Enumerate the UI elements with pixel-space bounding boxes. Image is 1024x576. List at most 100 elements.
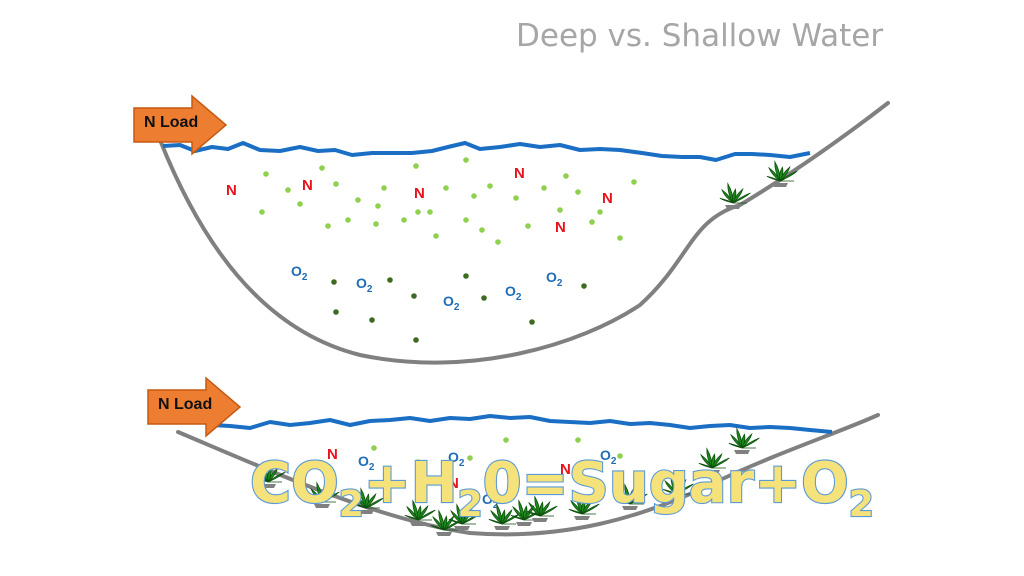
algae-dark-dot [581, 283, 587, 289]
algae-light-dot [415, 459, 421, 465]
algae-light-dot [433, 233, 439, 239]
shallow-shore-plants [254, 427, 760, 536]
nitrogen-label: N [514, 165, 525, 182]
algae-light-dot [285, 187, 291, 193]
algae-light-dot [495, 239, 501, 245]
oxygen-label: O2 [482, 491, 499, 511]
algae-dark-dot [331, 279, 337, 285]
slide-title: Deep vs. Shallow Water [516, 18, 884, 54]
algae-light-dot [575, 437, 581, 443]
oxygen-label: O2 [358, 453, 375, 473]
plant-icon [254, 461, 286, 488]
plant-icon [488, 503, 520, 530]
algae-light-dot [471, 193, 477, 199]
algae-dark-dot [413, 337, 419, 343]
algae-light-dot [413, 163, 419, 169]
algae-light-dot [463, 157, 469, 163]
algae-dark-dot [529, 319, 535, 325]
algae-dark-dot [333, 309, 339, 315]
plant-icon [698, 447, 730, 474]
deep-algae-dots [259, 157, 637, 343]
oxygen-label: O2 [291, 263, 308, 283]
oxygen-label: O2 [448, 449, 465, 469]
nitrogen-label: N [414, 185, 425, 202]
plant-icon [568, 493, 600, 520]
algae-light-dot [617, 235, 623, 241]
algae-light-dot [509, 467, 515, 473]
oxygen-label: O2 [546, 269, 563, 289]
plant-icon [728, 427, 760, 454]
algae-light-dot [479, 227, 485, 233]
oxygen-label: O2 [505, 283, 522, 303]
plant-icon [404, 499, 436, 526]
algae-dark-dot [387, 277, 393, 283]
algae-light-dot [401, 217, 407, 223]
algae-light-dot [319, 165, 325, 171]
algae-light-dot [597, 209, 603, 215]
oxygen-label: O2 [443, 293, 460, 313]
algae-light-dot [503, 437, 509, 443]
deep-nitrogen-labels: N N N N N N [226, 165, 613, 236]
algae-light-dot [355, 197, 361, 203]
algae-dark-dot [411, 293, 417, 299]
algae-dark-dot [481, 295, 487, 301]
nitrogen-label: N [448, 475, 459, 492]
algae-light-dot [563, 173, 569, 179]
algae-light-dot [513, 195, 519, 201]
algae-light-dot [325, 223, 331, 229]
algae-light-dot [589, 219, 595, 225]
oxygen-label: O2 [600, 447, 617, 467]
algae-light-dot [467, 455, 473, 461]
algae-light-dot [525, 223, 531, 229]
plant-icon [352, 487, 384, 514]
shallow-basin-outline [176, 413, 880, 537]
nitrogen-label: N [327, 446, 338, 463]
algae-light-dot [557, 207, 563, 213]
algae-light-dot [541, 185, 547, 191]
nitrogen-label: N [555, 219, 566, 236]
shallow-algae-dots [371, 437, 623, 473]
nitrogen-label: N [602, 190, 613, 207]
nitrogen-label: N [302, 177, 313, 194]
plant-icon [766, 160, 798, 187]
deep-shore-plants [719, 160, 798, 209]
algae-light-dot [427, 209, 433, 215]
deep-n-load-arrow: N Load [132, 94, 230, 156]
plant-icon [616, 483, 648, 510]
plant-icon [510, 499, 542, 526]
arrow-right-icon [133, 94, 228, 156]
algae-light-dot [371, 445, 377, 451]
algae-light-dot [487, 183, 493, 189]
nitrogen-label: N [226, 182, 237, 199]
algae-light-dot [259, 209, 265, 215]
algae-light-dot [333, 181, 339, 187]
plant-icon [308, 481, 340, 508]
algae-light-dot [345, 217, 351, 223]
shallow-water-surface [211, 414, 833, 434]
plant-icon [526, 495, 558, 522]
shallow-n-load-arrow: N Load [146, 376, 244, 438]
nitrogen-label: N [560, 461, 571, 478]
arrow-right-icon [147, 376, 242, 438]
algae-light-dot [463, 217, 469, 223]
deep-basin-outline [158, 101, 890, 365]
plant-icon [448, 503, 480, 530]
deep-n-load-label: N Load [144, 114, 199, 131]
algae-light-dot [631, 179, 637, 185]
deep-water-surface [162, 141, 811, 162]
photosynthesis-equation: CO2+H20=Sugar+O2 [250, 451, 874, 525]
algae-dark-dot [369, 317, 375, 323]
oxygen-label: O2 [356, 275, 373, 295]
plant-icon [662, 473, 694, 500]
algae-light-dot [373, 221, 379, 227]
algae-light-dot [263, 171, 269, 177]
algae-light-dot [375, 203, 381, 209]
algae-light-dot [617, 453, 623, 459]
algae-dark-dot [463, 273, 469, 279]
algae-light-dot [415, 209, 421, 215]
